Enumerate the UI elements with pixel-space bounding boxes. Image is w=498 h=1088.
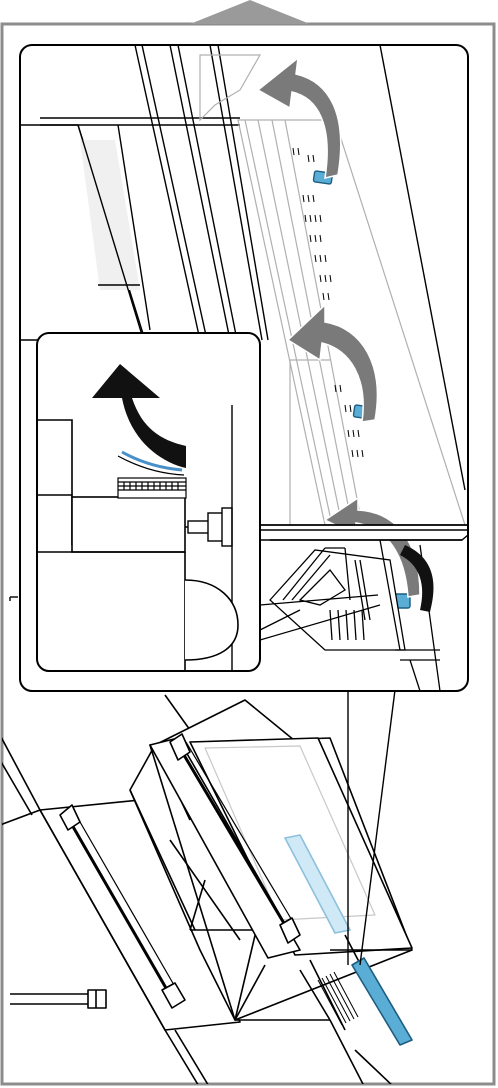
triangle-up-icon bbox=[190, 0, 310, 24]
inset-detail bbox=[37, 333, 260, 671]
screw-thread bbox=[118, 478, 186, 498]
